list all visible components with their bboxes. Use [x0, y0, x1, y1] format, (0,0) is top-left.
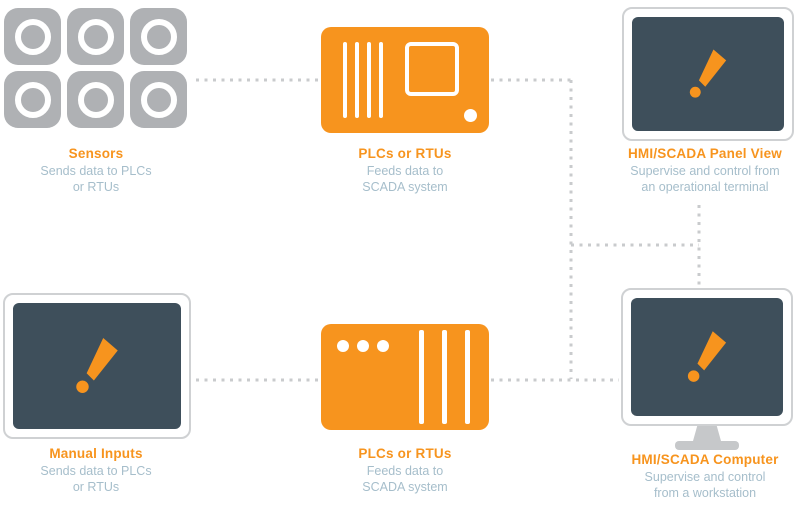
sensor-icon — [4, 71, 61, 128]
plc-indicator-icon — [464, 109, 477, 122]
plc-led-icon — [377, 340, 389, 352]
rack-divider-icon — [419, 330, 424, 424]
sensor-icon — [67, 71, 124, 128]
vent-slot-icon — [355, 42, 359, 118]
node-title: HMI/SCADA Computer — [631, 452, 779, 467]
sensor-ring — [140, 81, 177, 118]
hmi-panel-monitor — [622, 7, 794, 141]
vent-slot-icon — [379, 42, 383, 118]
sensor-ring — [77, 81, 114, 118]
rack-divider-icon — [465, 330, 470, 424]
node-title: PLCs or RTUs — [358, 446, 452, 461]
sensor-ring — [140, 18, 177, 55]
node-subtitle: Sends data to PLCs or RTUs — [40, 464, 152, 494]
node-subtitle: Feeds data to SCADA system — [362, 464, 448, 494]
sensor-icon — [130, 71, 187, 128]
rack-divider-icon — [442, 330, 447, 424]
monitor-stand-base — [675, 441, 739, 450]
scada-logo-icon — [689, 49, 727, 98]
node-subtitle: Supervise and control from an operationa… — [630, 164, 780, 194]
plc-top-label: PLCs or RTUs Feeds data to SCADA system — [316, 146, 494, 195]
sensors-label: Sensors Sends data to PLCs or RTUs — [0, 146, 192, 195]
scada-computer-monitor — [621, 288, 793, 426]
panel-view-label: HMI/SCADA Panel View Supervise and contr… — [600, 146, 810, 195]
node-title: Sensors — [68, 146, 124, 161]
node-title: PLCs or RTUs — [358, 146, 452, 161]
monitor-stand-neck — [693, 426, 721, 441]
node-title: HMI/SCADA Panel View — [627, 146, 783, 161]
plc-bottom-label: PLCs or RTUs Feeds data to SCADA system — [316, 446, 494, 495]
node-subtitle: Feeds data to SCADA system — [362, 164, 448, 194]
sensor-ring — [14, 18, 51, 55]
sensor-icon — [130, 8, 187, 65]
node-subtitle: Supervise and control from a workstation — [644, 470, 766, 500]
computer-label: HMI/SCADA Computer Supervise and control… — [600, 452, 810, 501]
vent-slot-icon — [367, 42, 371, 118]
node-subtitle: Sends data to PLCs or RTUs — [40, 164, 152, 194]
computer-screen — [631, 298, 783, 416]
sensor-icon — [4, 8, 61, 65]
tablet-screen — [13, 303, 181, 429]
node-title: Manual Inputs — [49, 446, 143, 461]
vent-slot-icon — [343, 42, 347, 118]
scada-logo-icon — [687, 331, 727, 382]
sensor-icon — [67, 8, 124, 65]
plc-rtu-device-bottom — [321, 324, 489, 430]
plc-led-icon — [337, 340, 349, 352]
sensors-group — [4, 8, 187, 128]
sensor-ring — [77, 18, 114, 55]
plc-display-icon — [405, 42, 459, 96]
plc-led-icon — [357, 340, 369, 352]
manual-inputs-label: Manual Inputs Sends data to PLCs or RTUs — [0, 446, 192, 495]
plc-rtu-device-top — [321, 27, 489, 133]
manual-inputs-tablet — [3, 293, 191, 439]
sensor-ring — [14, 81, 51, 118]
scada-logo-icon — [76, 338, 118, 393]
panel-screen — [632, 17, 784, 131]
